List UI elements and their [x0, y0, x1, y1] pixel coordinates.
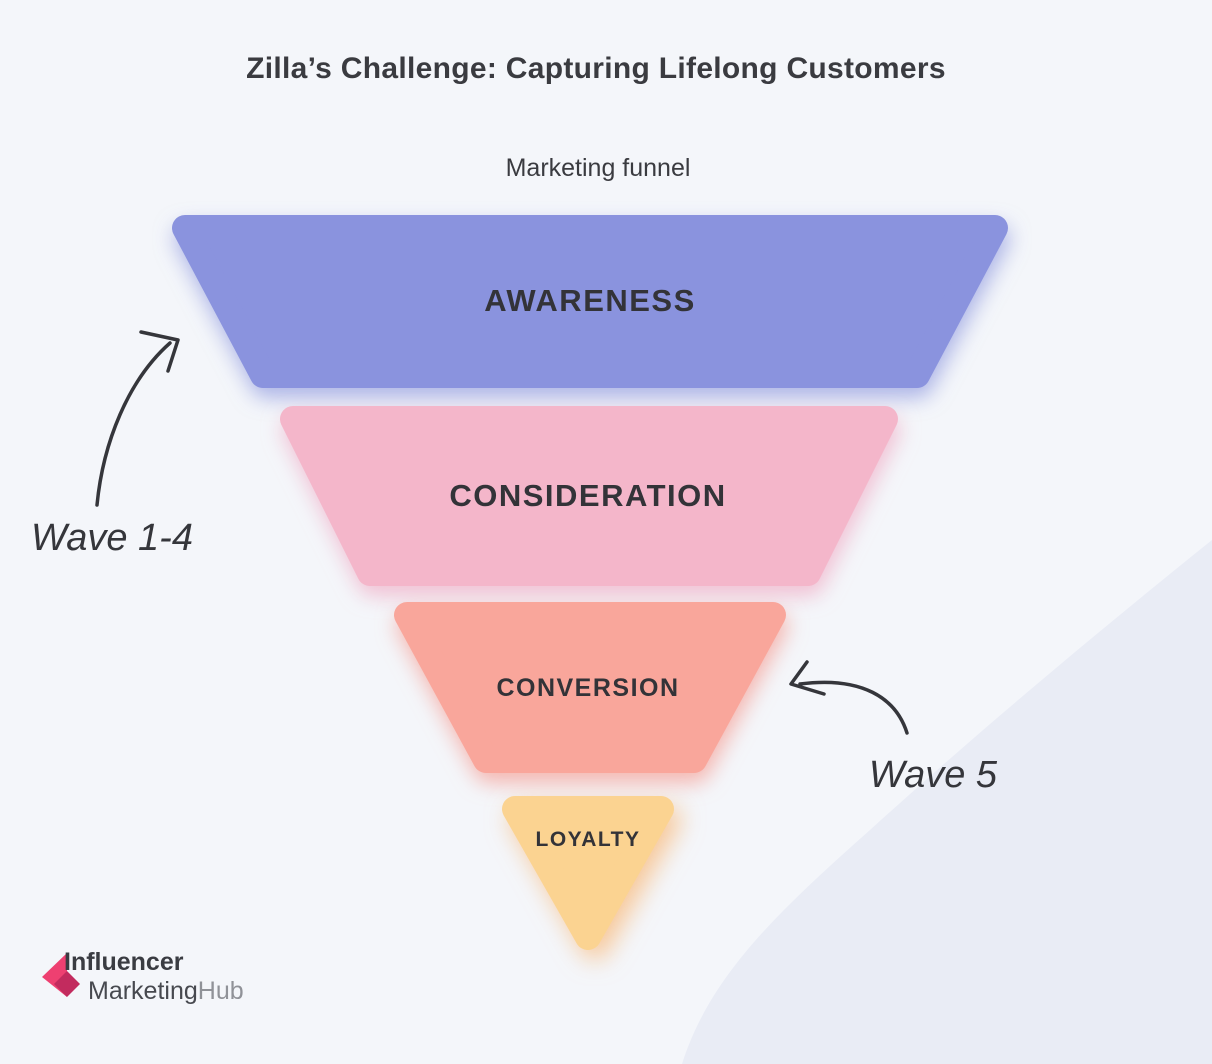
- stage-label-conversion: CONVERSION: [496, 674, 680, 702]
- logo-arrow-icon: [42, 953, 80, 997]
- funnel-stage-awareness: [172, 215, 1008, 388]
- wave-5-arrowhead-icon: [789, 660, 826, 696]
- funnel-stage-loyalty: [502, 796, 674, 950]
- logo-arrow-icon-dark: [54, 971, 80, 997]
- stage-label-loyalty: LOYALTY: [535, 828, 641, 851]
- wave-1-4-arrow-curve: [95, 341, 172, 507]
- wave-1-4-arrow: [95, 330, 180, 507]
- logo-text-influencer: Influencer: [64, 948, 184, 976]
- stage-label-consideration: CONSIDERATION: [449, 478, 727, 513]
- wave-1-4-label: Wave 1-4: [31, 517, 193, 559]
- wave-5-label: Wave 5: [868, 754, 998, 796]
- page-title: Zilla’s Challenge: Capturing Lifelong Cu…: [246, 52, 946, 85]
- funnel-stage-conversion: [394, 602, 786, 773]
- funnel-stage-consideration: [280, 406, 898, 586]
- wave-5-arrow: [789, 660, 909, 735]
- logo-text-marketing: Marketing: [88, 977, 198, 1005]
- wave-5-arrow-curve: [798, 680, 909, 735]
- logo-text-marketinghub: MarketingHub: [88, 977, 244, 1006]
- logo: Influencer MarketingHub: [64, 948, 244, 1006]
- stage-label-awareness: AWARENESS: [484, 283, 696, 318]
- wave-1-4-arrowhead-icon: [139, 330, 180, 373]
- funnel-subtitle: Marketing funnel: [505, 154, 691, 182]
- background-band: [682, 540, 1212, 1064]
- logo-text-hub: Hub: [197, 977, 244, 1005]
